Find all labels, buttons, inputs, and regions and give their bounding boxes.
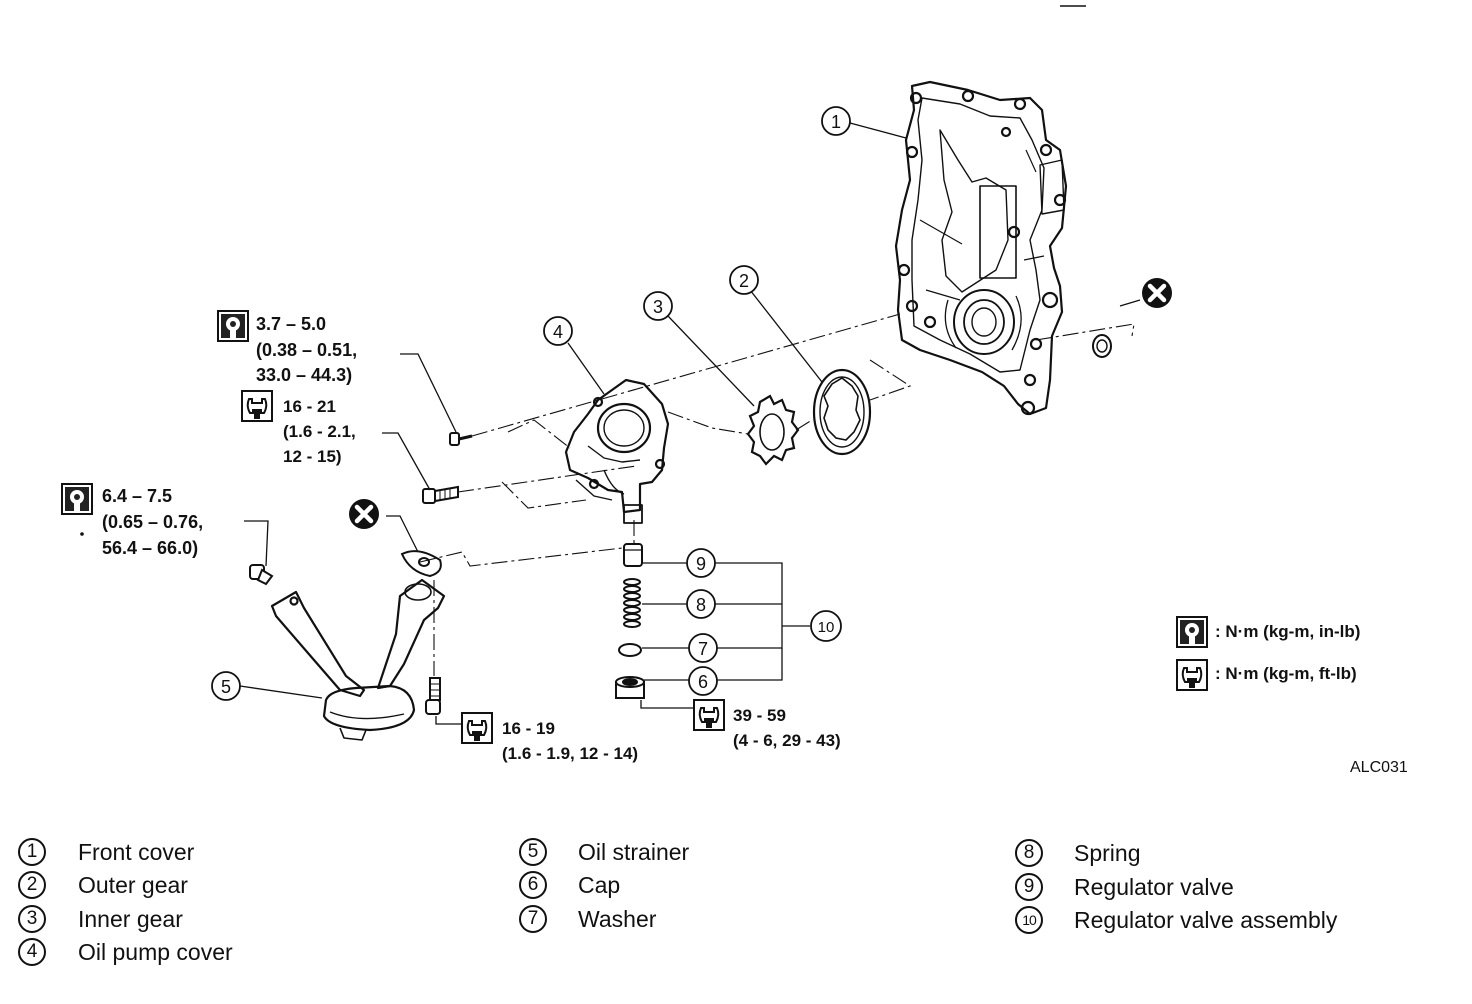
bolt-middle — [422, 485, 459, 504]
legend-label-6: Cap — [578, 872, 621, 898]
callout-4: 4 — [553, 322, 563, 342]
legend-num-3: 3 — [18, 905, 46, 933]
callout-numbers: 1 2 3 4 5 6 7 8 9 10 — [221, 112, 841, 697]
legend-num-1: 1 — [18, 838, 46, 866]
legend-label-7: Washer — [578, 906, 657, 932]
legend-num-5: 5 — [519, 838, 547, 866]
torque-3-line1: 6.4 – 7.5 — [102, 486, 173, 506]
outer-gear-part — [812, 368, 872, 456]
torque-3-line2: (0.65 – 0.76, — [102, 512, 204, 532]
spring-part — [623, 578, 641, 628]
key-ft-lb-icon — [1176, 659, 1208, 691]
torque-4-line2: (1.6 - 1.9, 12 - 14) — [502, 744, 639, 763]
legend-num-6: 6 — [519, 871, 547, 899]
front-cover-part — [894, 80, 1068, 416]
torque-wrench-in-lb-icon — [217, 310, 249, 342]
torque-5-line2: (4 - 6, 29 - 43) — [733, 731, 841, 750]
torque-wrench-ft-lb-icon — [693, 699, 725, 731]
stray-dot — [80, 532, 84, 536]
torque-wrench-ft-lb-icon — [461, 712, 493, 744]
centerlines — [419, 313, 1135, 676]
torque-wrench-in-lb-icon — [61, 483, 93, 515]
do-not-reuse-x-icon-gasket — [349, 499, 379, 529]
legend-label-5: Oil strainer — [578, 839, 690, 865]
callout-9: 9 — [696, 554, 706, 574]
leader-lines — [239, 122, 1141, 725]
callout-6: 6 — [698, 672, 708, 692]
torque-1-line1: 3.7 – 5.0 — [256, 314, 327, 334]
key-ft-lb-label: : N·m (kg-m, ft-lb) — [1215, 664, 1357, 683]
callout-3: 3 — [653, 297, 663, 317]
do-not-reuse-x-icon — [1142, 278, 1172, 308]
oil-strainer-part — [270, 578, 446, 741]
torque-2-line1: 16 - 21 — [283, 397, 336, 416]
oil-pump-cover-part — [564, 378, 670, 524]
figure-code: ALC031 — [1350, 759, 1408, 776]
torque-4-line1: 16 - 19 — [502, 719, 555, 738]
key-in-lb-label: : N·m (kg-m, in-lb) — [1215, 622, 1361, 641]
washer-part — [618, 643, 642, 657]
key-in-lb-icon — [1176, 616, 1208, 648]
legend-label-2: Outer gear — [78, 872, 188, 898]
cap-part — [615, 676, 645, 699]
strainer-gasket-part — [400, 550, 442, 578]
oil-seal-part — [1092, 334, 1112, 358]
legend-label-1: Front cover — [78, 839, 195, 865]
regulator-valve-part — [623, 543, 643, 567]
legend-label-4: Oil pump cover — [78, 939, 233, 965]
legend-num-2: 2 — [18, 871, 46, 899]
legend-num-7: 7 — [519, 905, 547, 933]
callout-10: 10 — [818, 619, 835, 636]
strainer-bolt — [249, 564, 274, 586]
torque-1-line2: (0.38 – 0.51, — [256, 340, 358, 360]
legend-num-4: 4 — [18, 938, 46, 966]
legend-label-10: Regulator valve assembly — [1074, 907, 1338, 933]
legend-num-10: 10 — [1015, 906, 1043, 934]
legend-num-8: 8 — [1015, 839, 1043, 867]
callout-1: 1 — [831, 112, 841, 132]
legend-label-8: Spring — [1074, 840, 1141, 866]
torque-5-line1: 39 - 59 — [733, 706, 786, 725]
legend-num-9: 9 — [1015, 873, 1043, 901]
torque-3-line3: 56.4 – 66.0) — [102, 538, 199, 558]
callout-5: 5 — [221, 677, 231, 697]
callout-8: 8 — [696, 595, 706, 615]
strainer-lower-bolt — [425, 677, 441, 715]
inner-gear-part — [746, 394, 800, 466]
bolt-upper — [449, 432, 473, 446]
callout-circles — [211, 106, 851, 701]
legend-label-9: Regulator valve — [1074, 874, 1234, 900]
callout-2: 2 — [739, 271, 749, 291]
callout-7: 7 — [698, 639, 708, 659]
torque-1-line3: 33.0 – 44.3) — [256, 365, 353, 385]
torque-wrench-ft-lb-icon — [241, 390, 273, 422]
torque-2-line3: 12 - 15) — [283, 447, 342, 466]
torque-2-line2: (1.6 - 2.1, — [283, 422, 356, 441]
legend-label-3: Inner gear — [78, 906, 183, 932]
